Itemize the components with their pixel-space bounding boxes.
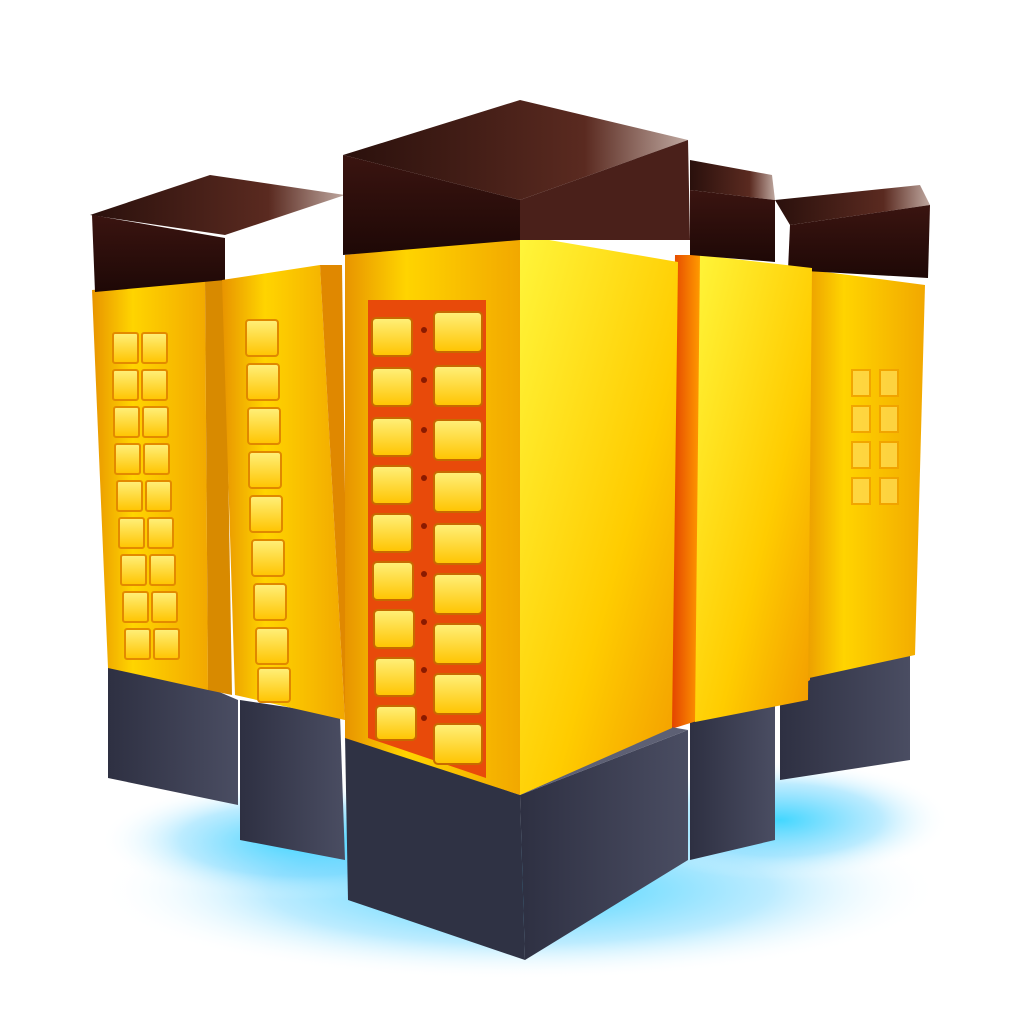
tower-base <box>108 665 238 805</box>
server-tower-5 <box>775 185 930 780</box>
tower-cap-front <box>690 190 775 262</box>
tower-body-side <box>320 265 348 722</box>
server-tower-3 <box>343 100 690 960</box>
tower-cap-front <box>788 205 930 278</box>
tower-base-side <box>520 730 688 960</box>
drive-bays <box>245 319 291 703</box>
drive-bays-left <box>371 317 417 741</box>
tower-cap-top <box>775 185 930 225</box>
status-leds <box>421 327 427 721</box>
tower-cap-top <box>343 100 688 200</box>
tower-cap-top <box>90 175 345 235</box>
drive-bays <box>851 369 899 505</box>
tower-cap-front <box>343 155 520 255</box>
tower-cap-side <box>520 140 690 240</box>
tower-body-front <box>800 270 925 680</box>
tower-cap-top <box>690 160 775 200</box>
server-tower-1 <box>90 175 345 805</box>
tower-cap-front <box>92 215 225 292</box>
drive-bays <box>112 332 180 660</box>
tower-base <box>690 700 775 860</box>
tower-body-side <box>520 235 678 795</box>
tower-base <box>240 700 345 860</box>
server-tower-2 <box>222 265 348 860</box>
tower-base <box>345 735 525 960</box>
tower-body-front <box>695 255 812 722</box>
drive-bays-right <box>433 311 483 765</box>
